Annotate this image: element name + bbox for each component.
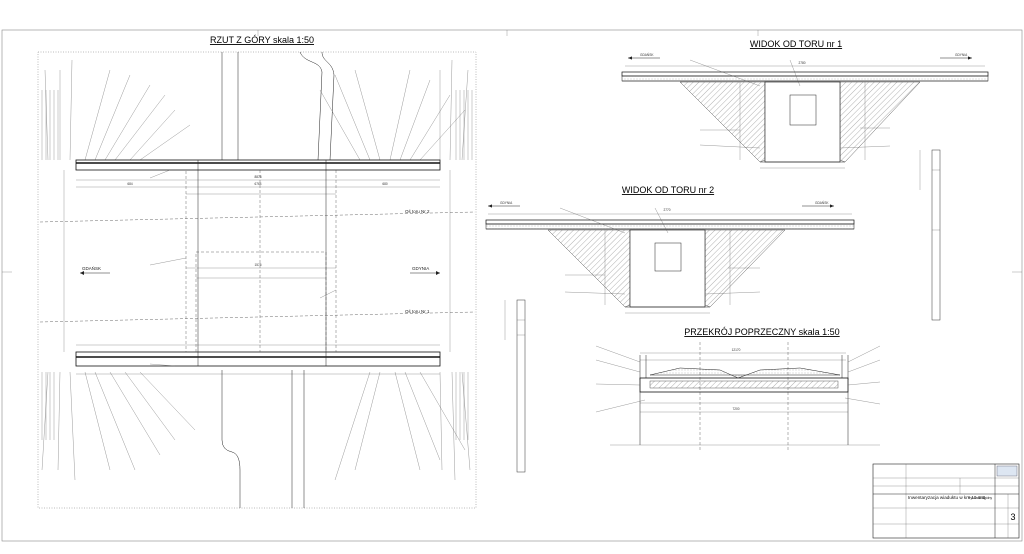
plan-dim-center: 1575: [254, 263, 261, 267]
slope-lines-bottom: [41, 371, 471, 481]
sheet-number: 3: [1010, 512, 1015, 522]
plan-dim-top: 8878: [254, 175, 261, 179]
section-dim-bottom: 7200: [732, 407, 739, 411]
plan-dim-mid: 6764: [254, 182, 261, 186]
title-block-subtitle: Rysunek ogólny: [968, 496, 992, 500]
title-block-title: Inwentaryzacja wiaduktu w km 10.180: [908, 495, 986, 500]
track-2-label: Oś toru Nr 2: [405, 209, 430, 214]
track-1-axis: [39, 311, 476, 323]
plan-dim-left: 684: [127, 182, 133, 186]
plan-boundary: [37, 51, 477, 509]
slope-lines-top: [44, 59, 469, 161]
section-title: PRZEKRÓJ POPRZECZNY skala 1:50: [684, 327, 839, 337]
section-dim-total: 12170: [732, 348, 741, 352]
view-track-2: WIDOK OD TORU nr 2 GDYNIA GDAŃSK 2770: [485, 185, 855, 314]
cross-section: PRZEKRÓJ POPRZECZNY skala 1:50 12170 720…: [595, 327, 881, 450]
road-right-edge: [299, 51, 335, 161]
detail-post-left: [504, 299, 526, 473]
view2-title: WIDOK OD TORU nr 2: [622, 185, 714, 195]
view1-dir-left: GDAŃSK: [640, 53, 654, 57]
title-block: Inwentaryzacja wiaduktu w km 10.180 Rysu…: [872, 463, 1020, 539]
track-1-label: Oś toru Nr 1: [405, 309, 430, 314]
track-2-axis: [39, 211, 476, 223]
view2-dir-left: GDYNIA: [500, 201, 513, 205]
plan-deck-top: [75, 159, 441, 171]
view2-dim: 2770: [663, 208, 670, 212]
company-logo: [996, 465, 1018, 477]
view1-dim: 2780: [798, 61, 805, 65]
plan-title: RZUT Z GÓRY skala 1:50: [210, 35, 314, 45]
view1-dir-right: GDYNIA: [955, 53, 968, 57]
view-track-1: WIDOK OD TORU nr 1 GDAŃSK GDYNIA 2780: [621, 39, 989, 169]
view1-title: WIDOK OD TORU nr 1: [750, 39, 842, 49]
road-left-edge: [221, 52, 239, 160]
detail-post-right: [919, 149, 941, 321]
view2-dir-right: GDAŃSK: [815, 201, 829, 205]
plan-dir-left: GDAŃSK: [82, 265, 101, 271]
plan-dir-right: GDYNIA: [412, 266, 429, 271]
plan-view: RZUT Z GÓRY skala 1:50: [37, 35, 477, 509]
plan-dim-right: 680: [382, 182, 388, 186]
plan-deck-bottom: [75, 351, 441, 367]
abutment-outline: [185, 169, 337, 353]
outer-frame: [1, 29, 1023, 542]
